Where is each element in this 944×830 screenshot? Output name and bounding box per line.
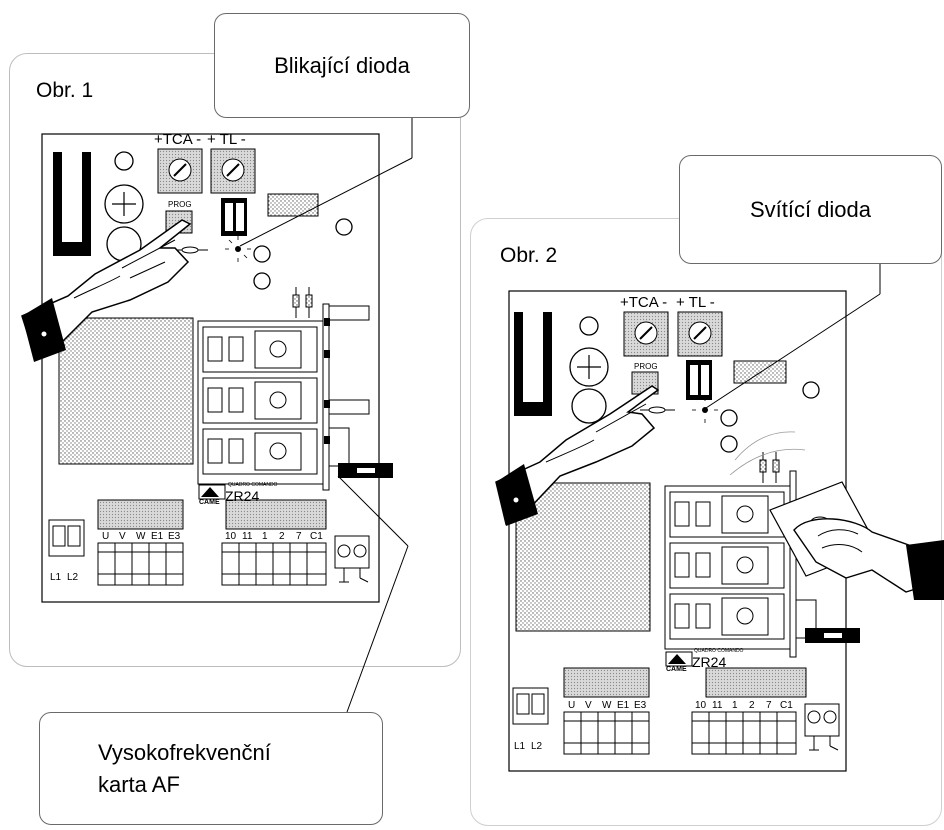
- board-1: [41, 133, 393, 603]
- terminal-w-2: W: [602, 700, 612, 711]
- terminal-c1-2: C1: [780, 700, 793, 711]
- trimmer-tl-label-2: + TL -: [676, 294, 715, 311]
- remote-control-hand: [769, 481, 944, 600]
- terminal-e1: E1: [151, 531, 164, 542]
- terminal-w: W: [136, 531, 146, 542]
- pointing-hand-2: [495, 385, 660, 526]
- terminal-u-2: U: [568, 700, 576, 711]
- model-label: ZR24: [225, 488, 260, 504]
- terminal-l1: L1: [50, 572, 62, 583]
- brand-label-2: CAME: [666, 666, 687, 673]
- terminal-7: 7: [296, 531, 302, 542]
- prog-label-2: PROG: [634, 362, 658, 371]
- terminal-2: 2: [279, 531, 285, 542]
- terminal-e3-2: E3: [634, 700, 647, 711]
- pointing-hand-1: [21, 219, 192, 362]
- terminal-7-2: 7: [766, 700, 772, 711]
- terminal-1-2: 1: [732, 700, 738, 711]
- terminal-10: 10: [225, 531, 237, 542]
- terminal-l1-2: L1: [514, 741, 526, 752]
- trimmer-tca-label: +TCA -: [154, 131, 202, 148]
- blinking-led-callout: Blikající dioda: [214, 13, 470, 118]
- trimmer-tl-label: + TL -: [207, 131, 246, 148]
- terminal-1: 1: [262, 531, 268, 542]
- figure2-label: Obr. 2: [500, 244, 558, 267]
- terminal-11-2: 11: [712, 700, 723, 711]
- terminal-e3: E3: [168, 531, 181, 542]
- terminal-v: V: [119, 531, 126, 542]
- terminal-v-2: V: [585, 700, 592, 711]
- af-card-callout-line1: Vysokofrekvenční: [98, 739, 271, 765]
- terminal-11: 11: [242, 531, 253, 542]
- terminal-e1-2: E1: [617, 700, 630, 711]
- terminal-u: U: [102, 531, 110, 542]
- model-label-2: ZR24: [692, 654, 727, 670]
- figure1-label: Obr. 1: [36, 79, 94, 102]
- terminal-l2: L2: [67, 572, 79, 583]
- board-subtitle: QUADRO COMANDO: [228, 482, 278, 488]
- terminal-10-2: 10: [695, 700, 707, 711]
- terminal-c1: C1: [310, 531, 323, 542]
- af-card-callout-line2: karta AF: [98, 771, 180, 797]
- terminal-l2-2: L2: [531, 741, 543, 752]
- brand-label: CAME: [199, 499, 220, 506]
- board-subtitle-2: QUADRO COMANDO: [694, 648, 744, 654]
- terminal-2-2: 2: [749, 700, 755, 711]
- lit-led-callout: Svítící dioda: [679, 155, 942, 264]
- trimmer-tca-label-2: +TCA -: [620, 294, 668, 311]
- prog-label: PROG: [168, 200, 192, 209]
- af-card-callout: Vysokofrekvenční karta AF: [39, 712, 383, 825]
